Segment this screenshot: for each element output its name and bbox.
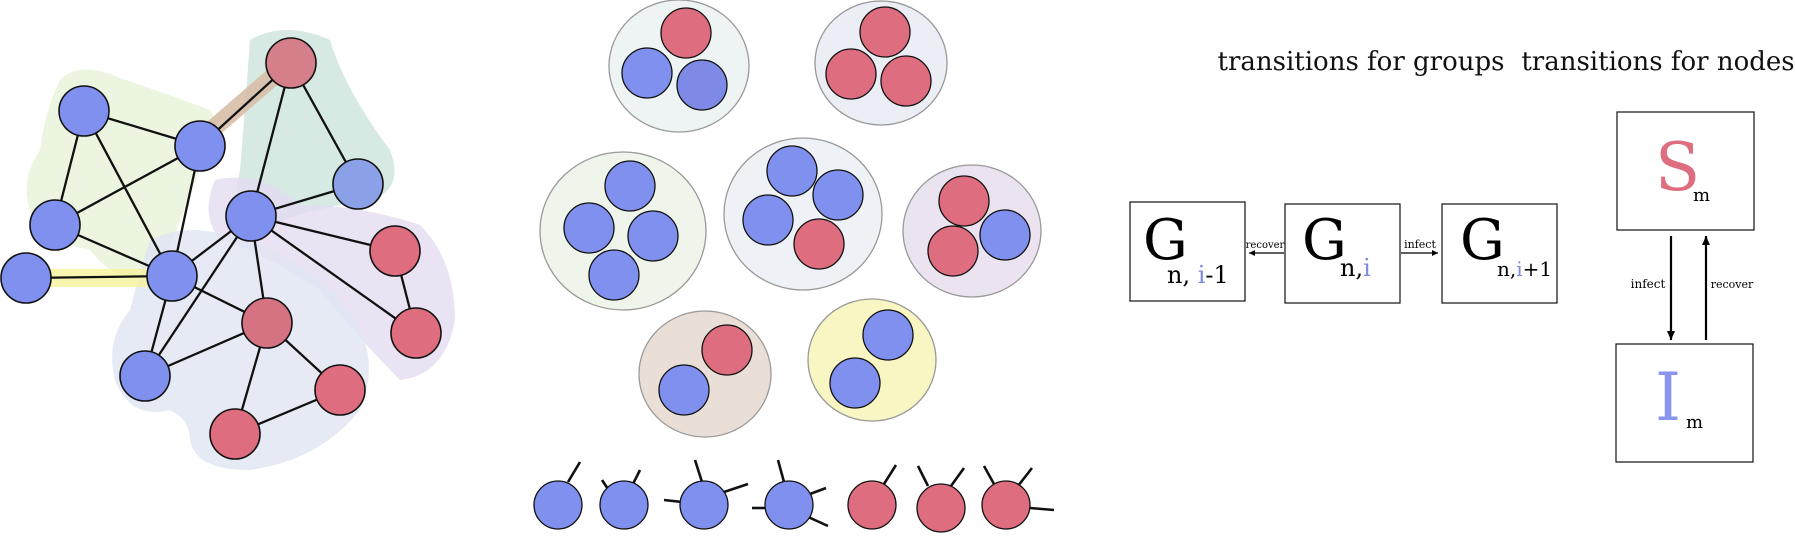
group-cluster — [608, 0, 750, 133]
network-nodes — [0, 37, 442, 460]
groups-title: transitions for groups — [1218, 47, 1505, 77]
node-susceptible — [979, 209, 1031, 261]
groups-panel — [533, 0, 1055, 533]
node-infect-label: infect — [1631, 277, 1666, 291]
state-box-susceptible: S m — [1616, 111, 1755, 231]
node-susceptible — [588, 249, 640, 301]
node-susceptible — [332, 158, 384, 210]
network-panel — [0, 30, 455, 470]
state-box-right: G n,i+1 — [1441, 203, 1558, 304]
stub-node — [599, 469, 649, 530]
group-transitions-panel: transitions for groups G n, i-1 G n,i G … — [1129, 47, 1558, 304]
network-edge — [54, 144, 201, 227]
network-edge — [82, 110, 174, 277]
recover-label: recover — [1246, 240, 1285, 251]
node-susceptible — [29, 199, 81, 251]
state-subscript-right: n,i+1 — [1497, 257, 1552, 281]
group-cluster — [807, 298, 937, 422]
stub-node — [533, 461, 583, 530]
node-infected — [660, 7, 712, 59]
node-stubs — [533, 459, 1055, 533]
node-susceptible — [658, 364, 710, 416]
stub-node — [981, 465, 1055, 530]
state-subscript-center: n,i — [1340, 254, 1371, 282]
node-susceptible — [174, 120, 226, 172]
node-infected — [927, 225, 979, 277]
state-box-infected: I m — [1615, 343, 1754, 463]
node-susceptible — [225, 190, 277, 242]
node-susceptible — [676, 59, 728, 111]
node-infected — [825, 48, 877, 100]
node-susceptible — [0, 252, 52, 304]
node-susceptible — [627, 210, 679, 262]
node-susceptible — [58, 85, 110, 137]
susceptible-letter: S — [1655, 129, 1700, 206]
node-infected — [265, 37, 317, 89]
node-susceptible — [829, 357, 881, 409]
network-edge — [144, 215, 252, 377]
node-infected — [390, 307, 442, 359]
node-susceptible — [862, 309, 914, 361]
infected-subscript: m — [1686, 412, 1703, 433]
node-susceptible — [119, 350, 171, 402]
group-cluster — [902, 164, 1042, 298]
network-edge — [249, 62, 293, 217]
group-cluster — [723, 137, 883, 291]
node-susceptible — [563, 202, 615, 254]
state-letter-right: G — [1460, 208, 1505, 273]
node-susceptible — [766, 145, 818, 197]
group-cluster — [638, 310, 772, 438]
group-cluster — [539, 151, 707, 311]
node-infected — [314, 364, 366, 416]
node-infected — [793, 218, 845, 270]
state-subscript-left: n, i-1 — [1167, 261, 1229, 289]
node-infected — [241, 297, 293, 349]
node-infected — [369, 225, 421, 277]
infect-arrow: infect — [1401, 238, 1438, 256]
recover-up-arrow: recover — [1702, 236, 1754, 340]
state-box-center: G n,i — [1284, 203, 1401, 304]
node-susceptible — [621, 47, 673, 99]
node-susceptible — [146, 250, 198, 302]
stub-node — [847, 464, 898, 530]
node-susceptible — [812, 169, 864, 221]
infect-down-arrow: infect — [1631, 236, 1675, 340]
node-susceptible — [742, 194, 794, 246]
node-susceptible — [604, 160, 656, 212]
stub-node — [916, 465, 966, 533]
group-cluster — [814, 0, 948, 126]
stub-node — [663, 459, 749, 530]
infect-label: infect — [1404, 238, 1436, 251]
node-infected — [880, 55, 932, 107]
node-transitions-panel: transitions for nodes S m I m infect rec… — [1521, 47, 1795, 463]
susceptible-subscript: m — [1693, 185, 1710, 206]
node-recover-label: recover — [1711, 278, 1754, 291]
recover-arrow: recover — [1246, 240, 1285, 256]
stub-node — [752, 459, 829, 530]
nodes-title: transitions for nodes — [1521, 47, 1794, 77]
node-infected — [859, 6, 911, 58]
infected-letter: I — [1655, 359, 1681, 436]
network-edge — [250, 215, 417, 334]
state-letter-left: G — [1143, 208, 1188, 273]
state-box-left: G n, i-1 — [1129, 201, 1246, 302]
node-infected — [701, 324, 753, 376]
node-infected — [938, 175, 990, 227]
node-infected — [209, 408, 261, 460]
state-letter-center: G — [1302, 208, 1347, 273]
